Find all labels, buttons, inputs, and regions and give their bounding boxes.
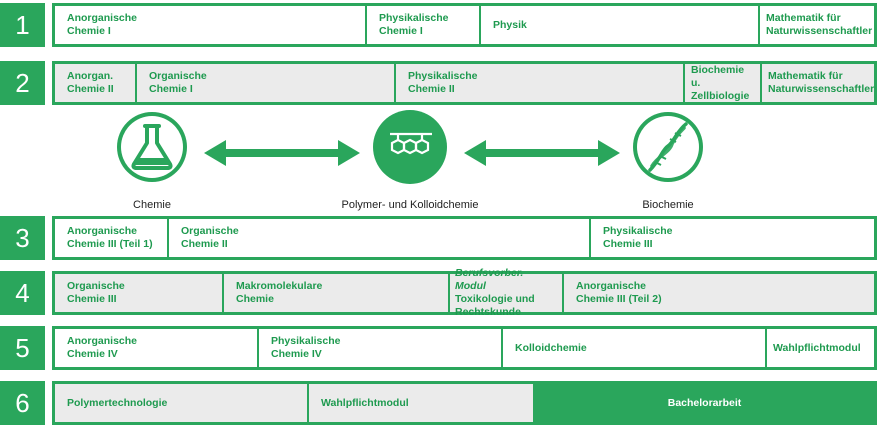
discipline-diagram: Chemie Polymer- und Kolloidchemie Bioche… [0,110,877,212]
module-name-line: Zellbiologie [691,89,750,102]
module-name-line: Naturwissenschaftler [768,83,875,95]
module-name-line: Chemie I [379,25,423,37]
module-cell-bachelor: Bachelorarbeit [535,384,874,422]
module-name-line: Chemie II [408,83,455,95]
module-name-line: Physik [493,18,527,31]
module-label-italic: Berufsvorber. Modul [455,267,524,292]
flask-icon [117,112,187,182]
module-name-line: Organische [181,225,239,237]
module-cell: Biochemie u. Zellbiologie [685,64,760,102]
module-name-line: Chemie I [149,83,193,95]
semester-row-6: 6 Polymertechnologie Wahlpflichtmodul Ba… [0,381,877,425]
module-cell: Polymertechnologie [55,384,307,422]
module-cell: Berufsvorber. Modul Toxikologie und Rech… [450,267,562,318]
module-name-line: Chemie [236,293,274,305]
module-cell: Organische Chemie III [55,274,222,312]
module-name-line: Naturwissenschaftler [766,25,873,37]
module-name-line: Rechtskunde [455,306,521,318]
module-name-line: Chemie III (Teil 1) [67,238,153,250]
module-cell: Wahlpflichtmodul [767,329,874,367]
module-cell: Anorgan. Chemie II [55,64,135,102]
semester-row-1: 1 Anorganische Chemie I Physikalische Ch… [0,3,877,47]
double-arrow-icon [204,140,360,166]
module-cell: Makromolekulare Chemie [224,274,448,312]
module-name-line: Polymertechnologie [67,396,168,409]
module-name-line: Anorganische [67,12,138,24]
module-name-line: Mathematik für [766,12,841,24]
module-cell: Physikalische Chemie II [396,64,683,102]
module-name-line: Toxikologie und [455,293,535,305]
module-name-line: Bachelorarbeit [667,396,742,409]
module-name-line: Kolloidchemie [515,341,587,354]
module-name-line: Wahlpflichtmodul [321,396,409,409]
module-name-line: Makromolekulare [236,280,323,292]
semester-row-2: 2 Anorgan. Chemie II Organische Chemie I… [0,61,877,105]
module-name-line: Physikalische [603,225,673,237]
module-name-line: Organische [67,280,125,292]
module-name-line: Chemie III (Teil 2) [576,293,662,305]
module-name-line: Physikalische [271,335,341,347]
module-bar: Polymertechnologie Wahlpflichtmodul Bach… [52,381,877,425]
module-cell: Anorganische Chemie I [55,6,365,44]
double-arrow-icon [464,140,620,166]
module-bar: Anorganische Chemie III (Teil 1) Organis… [52,216,877,260]
module-name-line: Chemie II [181,238,228,250]
module-bar: Anorgan. Chemie II Organische Chemie I P… [52,61,877,105]
module-cell: Mathematik für Naturwissenschaftler [760,6,874,44]
module-name-line: Physikalische [379,12,449,24]
module-name-line: Chemie II [67,83,114,95]
semester-number: 1 [0,3,45,47]
module-cell: Kolloidchemie [503,329,765,367]
semester-number: 6 [0,381,45,425]
module-cell: Physikalische Chemie I [367,6,479,44]
module-name-line: Physikalische [408,70,478,82]
module-name-line: Chemie IV [67,348,118,360]
dna-icon [633,112,703,182]
module-name-line: Chemie IV [271,348,322,360]
module-cell: Wahlpflichtmodul [309,384,533,422]
module-name-line: Anorganische [576,280,647,292]
semester-number: 4 [0,271,45,315]
semester-number: 3 [0,216,45,260]
module-cell: Mathematik für Naturwissenschaftler [762,64,874,102]
discipline-label-biochemie: Biochemie [642,199,694,211]
module-cell: Anorganische Chemie III (Teil 1) [55,219,167,257]
module-name-line: Wahlpflichtmodul [773,341,861,354]
module-name-line: Mathematik für [768,70,843,82]
module-bar: Anorganische Chemie IV Physikalische Che… [52,326,877,370]
discipline-label-polymer: Polymer- und Kolloidchemie [341,199,479,211]
module-name-line: Chemie III [603,238,653,250]
module-cell: Physikalische Chemie IV [259,329,501,367]
module-cell: Anorganische Chemie IV [55,329,257,367]
discipline-graphic [117,110,703,184]
module-name-line: Biochemie u. [691,63,745,89]
module-cell: Anorganische Chemie III (Teil 2) [564,274,874,312]
module-cell: Organische Chemie I [137,64,394,102]
semester-row-3: 3 Anorganische Chemie III (Teil 1) Organ… [0,216,877,260]
module-cell: Physik [481,6,758,44]
module-name-line: Chemie III [67,293,117,305]
semester-row-5: 5 Anorganische Chemie IV Physikalische C… [0,326,877,370]
module-bar: Anorganische Chemie I Physikalische Chem… [52,3,877,47]
module-bar: Organische Chemie III Makromolekulare Ch… [52,267,877,318]
semester-number: 2 [0,61,45,105]
discipline-label-chemie: Chemie [133,199,171,211]
module-cell: Physikalische Chemie III [591,219,874,257]
semester-row-4: 4 Organische Chemie III Makromolekulare … [0,267,877,318]
module-name-line: Anorganische [67,335,138,347]
module-name-line: Anorgan. [67,70,114,82]
module-name-line: Anorganische [67,225,138,237]
module-cell: Organische Chemie II [169,219,589,257]
semester-number: 5 [0,326,45,370]
module-name-line: Chemie I [67,25,111,37]
module-name-line: Organische [149,70,207,82]
polymer-chain-icon [373,110,447,184]
